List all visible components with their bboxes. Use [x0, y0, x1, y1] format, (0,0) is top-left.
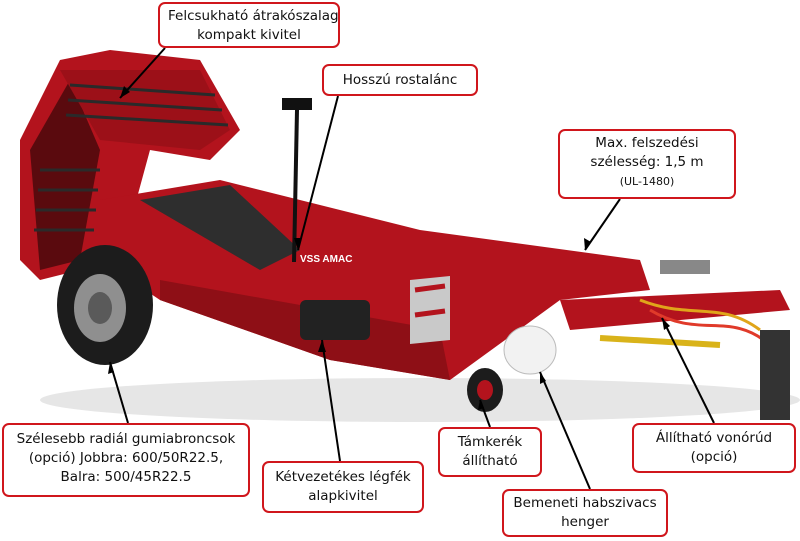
callout-pickup-width-line1: Max. felszedési: [595, 135, 699, 151]
callout-top-conveyor-line2: kompakt kivitel: [197, 27, 301, 43]
callout-support-wheel: Támkerék állítható: [438, 427, 542, 477]
callout-support-wheel-line2: állítható: [462, 453, 518, 469]
callout-tires-line2: (opció) Jobbra: 600/50R22.5,: [28, 450, 224, 466]
light-mast: [282, 98, 312, 263]
callout-top-conveyor-line1: Felcsukható átrakószalag: [168, 8, 339, 24]
callout-drawbar-line2: (opció): [690, 449, 738, 465]
callout-tires-line3: Balra: 500/45R22.5: [60, 469, 192, 485]
main-wheel: [57, 245, 153, 365]
callout-pickup-width-line3: (UL-1480): [619, 175, 675, 188]
callout-tires: Szélesebb radiál gumiabroncsok (opció) J…: [2, 423, 250, 497]
callout-support-wheel-line1: Támkerék: [457, 434, 523, 450]
machine-badge: VSS AMAC: [300, 254, 352, 265]
callout-sieve-chain-line1: Hosszú rostalánc: [342, 72, 458, 88]
callout-sieve-chain: Hosszú rostalánc: [322, 64, 478, 96]
foam-roller: [503, 325, 557, 375]
leader-arrowheads: [108, 86, 670, 410]
drawbar: [560, 260, 790, 420]
callout-foam-roller: Bemeneti habszivacs henger: [502, 489, 668, 537]
callout-foam-roller-line1: Bemeneti habszivacs: [513, 495, 657, 511]
callout-tires-line1: Szélesebb radiál gumiabroncsok: [16, 431, 236, 447]
main-chassis: [100, 180, 650, 380]
rear-elevator: [20, 50, 240, 280]
callout-foam-roller-line2: henger: [561, 514, 609, 530]
callout-air-brake: Kétvezetékes légfék alapkivitel: [262, 461, 424, 513]
callout-pickup-width-line2: szélesség: 1,5 m: [590, 154, 704, 170]
callout-air-brake-line2: alapkivitel: [308, 488, 378, 504]
ground-shadow: [40, 378, 800, 422]
callout-drawbar-line1: Állítható vonórúd: [655, 430, 773, 446]
support-wheel: [467, 368, 503, 412]
callout-top-conveyor: Felcsukható átrakószalag kompakt kivitel: [158, 2, 340, 48]
callout-drawbar: Állítható vonórúd (opció): [632, 423, 796, 473]
callout-pickup-width: Max. felszedési szélesség: 1,5 m (UL-148…: [558, 129, 736, 199]
callout-air-brake-line1: Kétvezetékes légfék: [275, 469, 411, 485]
